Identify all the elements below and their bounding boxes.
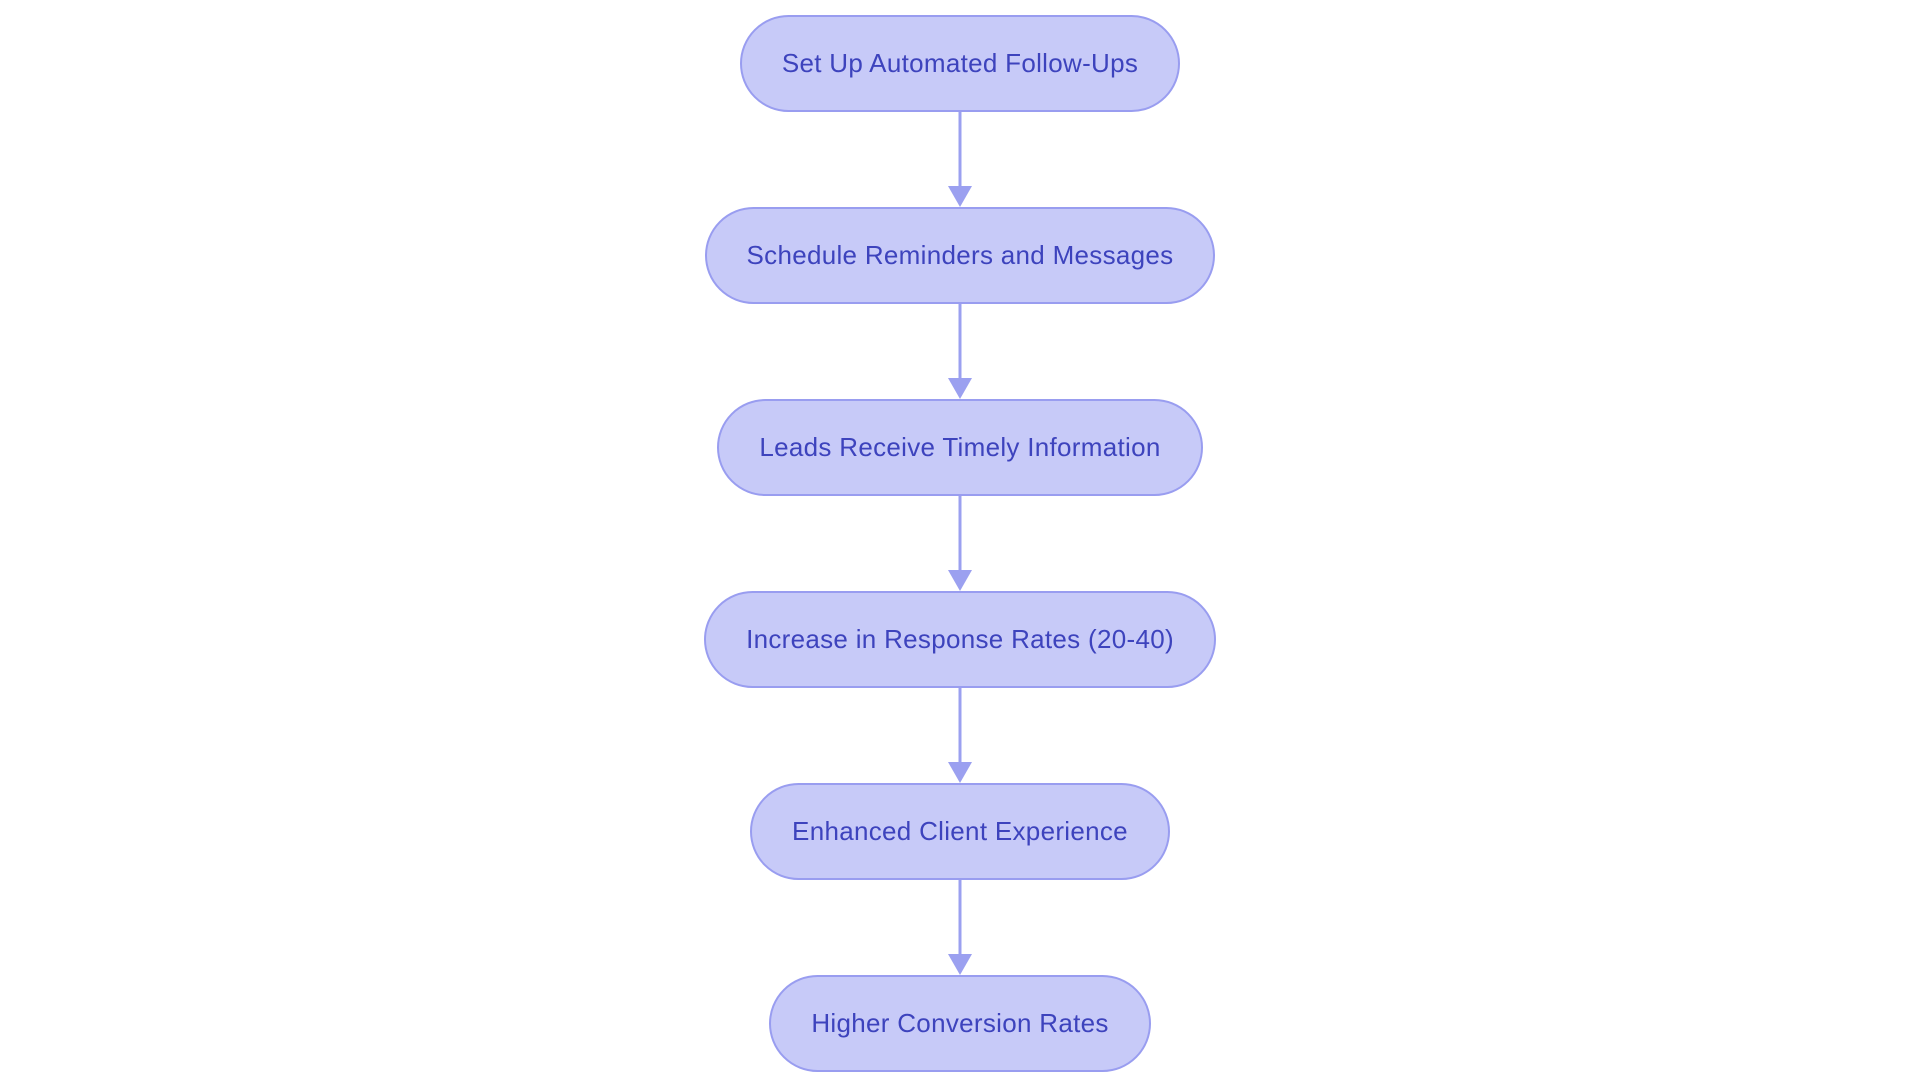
arrow-line (958, 304, 962, 381)
arrowhead-down-icon (948, 570, 972, 591)
down-arrow-connector (947, 880, 973, 975)
flow-node-label: Schedule Reminders and Messages (746, 240, 1174, 270)
arrow-line (958, 496, 962, 573)
flow-node: Increase in Response Rates (20-40) (704, 591, 1216, 688)
flow-node-label: Enhanced Client Experience (792, 816, 1128, 846)
arrow-line (958, 112, 962, 189)
arrow-line (958, 880, 962, 957)
arrow-line (958, 688, 962, 765)
down-arrow-connector (947, 112, 973, 207)
flow-node: Leads Receive Timely Information (717, 399, 1203, 496)
arrowhead-down-icon (948, 378, 972, 399)
flowchart: Set Up Automated Follow-Ups Schedule Rem… (0, 15, 1920, 1072)
flow-node: Set Up Automated Follow-Ups (739, 15, 1181, 112)
arrowhead-down-icon (948, 954, 972, 975)
arrowhead-down-icon (948, 762, 972, 783)
flow-node-label: Set Up Automated Follow-Ups (781, 48, 1139, 78)
flow-node-label: Leads Receive Timely Information (759, 432, 1161, 462)
down-arrow-connector (947, 304, 973, 399)
arrowhead-down-icon (948, 186, 972, 207)
flow-node: Schedule Reminders and Messages (704, 207, 1216, 304)
flow-node-label: Higher Conversion Rates (811, 1008, 1109, 1038)
flow-node-label: Increase in Response Rates (20-40) (746, 624, 1174, 654)
down-arrow-connector (947, 688, 973, 783)
down-arrow-connector (947, 496, 973, 591)
flow-node: Enhanced Client Experience (750, 783, 1170, 880)
flow-node: Higher Conversion Rates (769, 975, 1151, 1072)
